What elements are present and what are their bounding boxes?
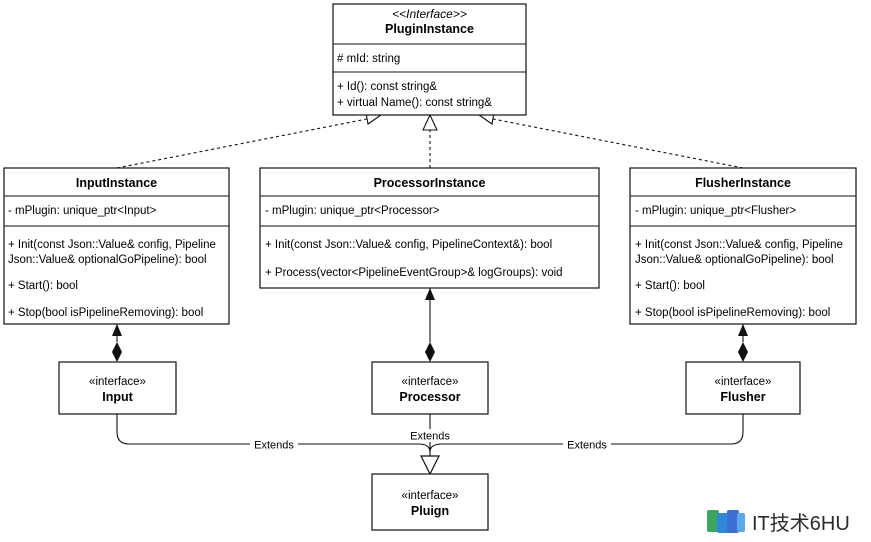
plugin-interface-stereotype: «interface» [402, 490, 459, 502]
flusher-interface: «interface» Flusher [685, 361, 801, 415]
plugin-instance-class: <<Interface>> PluginInstance # mId: stri… [332, 3, 527, 116]
input-instance-attribute: - mPlugin: unique_ptr<Input> [8, 205, 157, 217]
flusher-instance-title: FlusherInstance [695, 176, 791, 190]
processor-instance-method: + Init(const Json::Value& config, Pipeli… [265, 239, 552, 251]
input-interface: «interface» Input [58, 361, 177, 415]
flusher-instance-method: + Stop(bool isPipelineRemoving): bool [635, 307, 830, 319]
composition-edge-input [112, 324, 122, 362]
input-instance-method: + Stop(bool isPipelineRemoving): bool [8, 307, 203, 319]
extends-label-center: Extends [410, 431, 450, 443]
extends-label-right: Extends [567, 440, 607, 452]
input-instance-method: Json::Value& optionalGoPipeline): bool [8, 254, 207, 266]
input-interface-title: Input [102, 390, 133, 404]
flusher-instance-method: + Init(const Json::Value& config, Pipeli… [635, 239, 843, 251]
processor-instance-attribute: - mPlugin: unique_ptr<Processor> [265, 205, 440, 217]
plugin-instance-method: + Id(): const string& [337, 81, 437, 93]
composition-edge-processor [425, 288, 435, 362]
input-instance-method: + Init(const Json::Value& config, Pipeli… [8, 239, 216, 251]
composition-arrowhead-flusher [738, 324, 748, 336]
extends-edge-input [116, 414, 431, 453]
flusher-instance-method: Json::Value& optionalGoPipeline): bool [635, 254, 834, 266]
processor-instance-title: ProcessorInstance [374, 176, 486, 190]
input-interface-stereotype: «interface» [89, 376, 146, 388]
composition-diamond-processor [425, 342, 435, 362]
composition-diamond-input [112, 342, 122, 362]
realization-arrowhead-center [422, 113, 438, 131]
plugin-interface-title: Pluign [411, 504, 449, 518]
flusher-interface-title: Flusher [720, 390, 765, 404]
processor-interface-title: Processor [399, 390, 460, 404]
processor-interface: «interface» Processor [371, 361, 489, 415]
plugin-instance-attribute: # mId: string [337, 53, 400, 65]
composition-edge-flusher [738, 324, 748, 362]
input-instance-title: InputInstance [76, 176, 157, 190]
realization-edge-input [116, 117, 373, 169]
watermark-logo-icon [707, 510, 745, 533]
realization-edge-flusher [487, 117, 744, 169]
flusher-instance-methods: + Init(const Json::Value& config, Pipeli… [635, 239, 843, 319]
extends-edge-flusher [429, 414, 744, 453]
watermark-text: IT技术6HU [752, 512, 850, 535]
composition-diamond-flusher [738, 342, 748, 362]
extends-label-left: Extends [254, 440, 294, 452]
input-instance-method: + Start(): bool [8, 280, 78, 292]
composition-arrowhead-processor [425, 288, 435, 300]
processor-instance-class: ProcessorInstance - mPlugin: unique_ptr<… [259, 167, 600, 289]
input-instance-methods: + Init(const Json::Value& config, Pipeli… [8, 239, 216, 319]
plugin-instance-method: + virtual Name(): const string& [337, 97, 492, 109]
input-instance-class: InputInstance - mPlugin: unique_ptr<Inpu… [3, 167, 230, 325]
processor-interface-stereotype: «interface» [402, 376, 459, 388]
extends-arrowhead [420, 455, 440, 476]
flusher-instance-method: + Start(): bool [635, 280, 705, 292]
plugin-interface: «interface» Pluign [371, 473, 489, 531]
flusher-interface-stereotype: «interface» [715, 376, 772, 388]
flusher-instance-attribute: - mPlugin: unique_ptr<Flusher> [635, 205, 796, 217]
plugin-instance-title: PluginInstance [385, 22, 474, 36]
plugin-instance-stereotype: <<Interface>> [392, 7, 467, 21]
flusher-instance-class: FlusherInstance - mPlugin: unique_ptr<Fl… [629, 167, 857, 325]
composition-arrowhead-input [112, 324, 122, 336]
processor-instance-method: + Process(vector<PipelineEventGroup>& lo… [265, 267, 563, 279]
watermark: IT技术6HU [707, 510, 850, 535]
